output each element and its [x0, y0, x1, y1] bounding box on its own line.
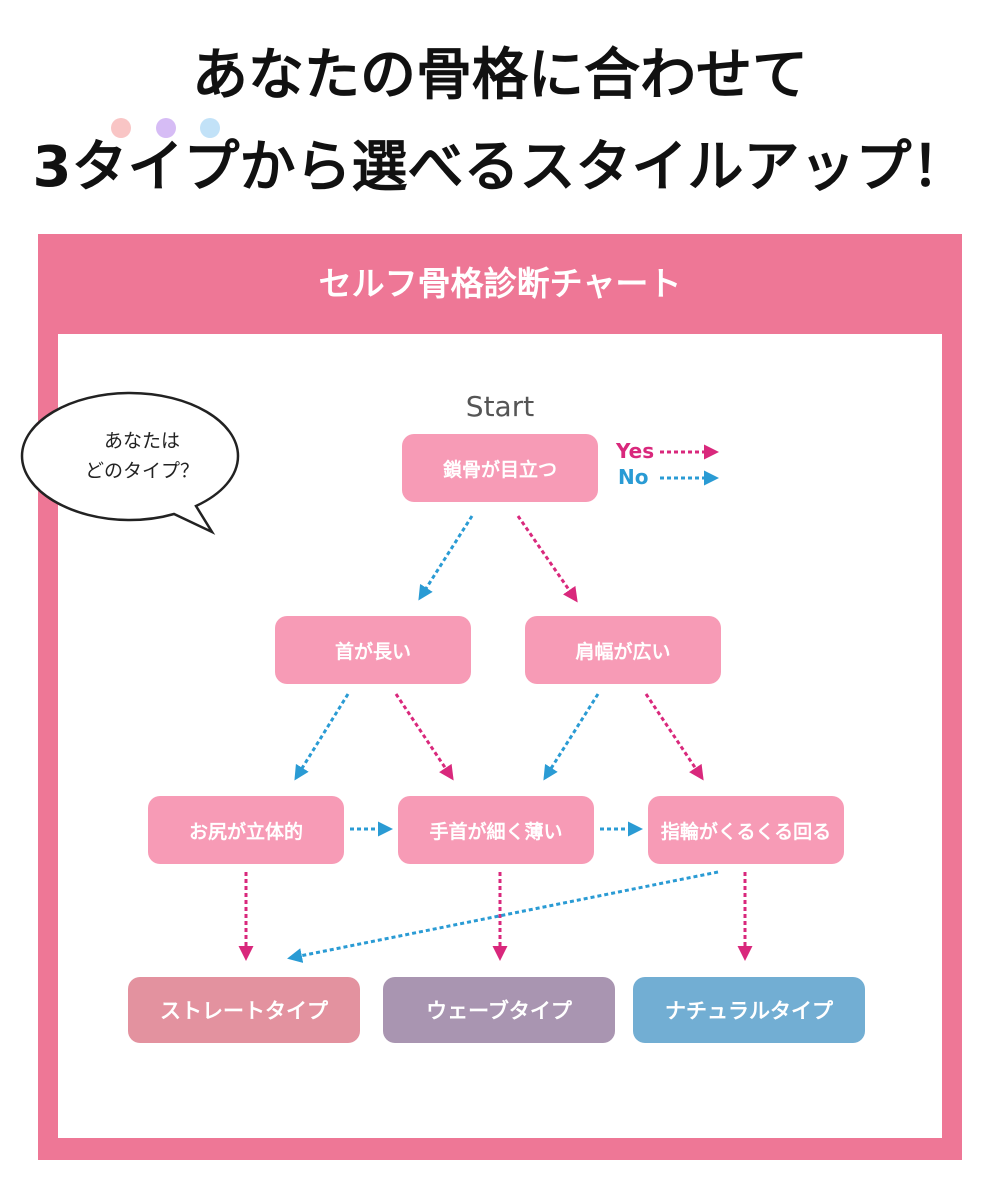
- question-q2: 首が長い: [275, 616, 471, 684]
- headline-line-2: 3タイプから選べるスタイルアップ！: [32, 135, 968, 200]
- headline-line-1: あなたの骨格に合わせて: [192, 43, 808, 108]
- question-q5: 手首が細く薄い: [398, 796, 594, 864]
- legend-no-label: No: [618, 465, 649, 489]
- question-q3: 肩幅が広い: [525, 616, 721, 684]
- decoration-dot-blue: [200, 118, 220, 138]
- arrow-q3-no-to-q5: [543, 693, 600, 781]
- arrow-q2-yes-to-q5: [394, 693, 454, 781]
- bubble-text-line-2: どのタイプ？: [84, 460, 199, 482]
- decoration-dot-purple: [156, 118, 176, 138]
- arrow-q1-no-to-q2: [418, 515, 474, 601]
- arrow-q6-no-to-straight: [287, 870, 719, 963]
- start-label: Start: [465, 390, 535, 423]
- question-q1: 鎖骨が目立つ: [402, 434, 598, 502]
- result-wave: ウェーブタイプ: [383, 977, 615, 1043]
- result-natural: ナチュラルタイプ: [633, 977, 865, 1043]
- question-q6: 指輪がくるくる回る: [648, 796, 844, 864]
- result-straight: ストレートタイプ: [128, 977, 360, 1043]
- speech-bubble: [20, 391, 240, 535]
- bubble-text-line-1: あなたは: [103, 430, 180, 452]
- question-q4: お尻が立体的: [148, 796, 344, 864]
- chart-title: セルフ骨格診断チャート: [318, 264, 682, 303]
- arrow-q1-yes-to-q3: [516, 515, 578, 603]
- legend-yes-label: Yes: [616, 439, 655, 463]
- arrow-q3-yes-to-q6: [644, 693, 704, 781]
- decoration-dot-pink: [111, 118, 131, 138]
- arrow-q2-no-to-q4: [294, 693, 350, 781]
